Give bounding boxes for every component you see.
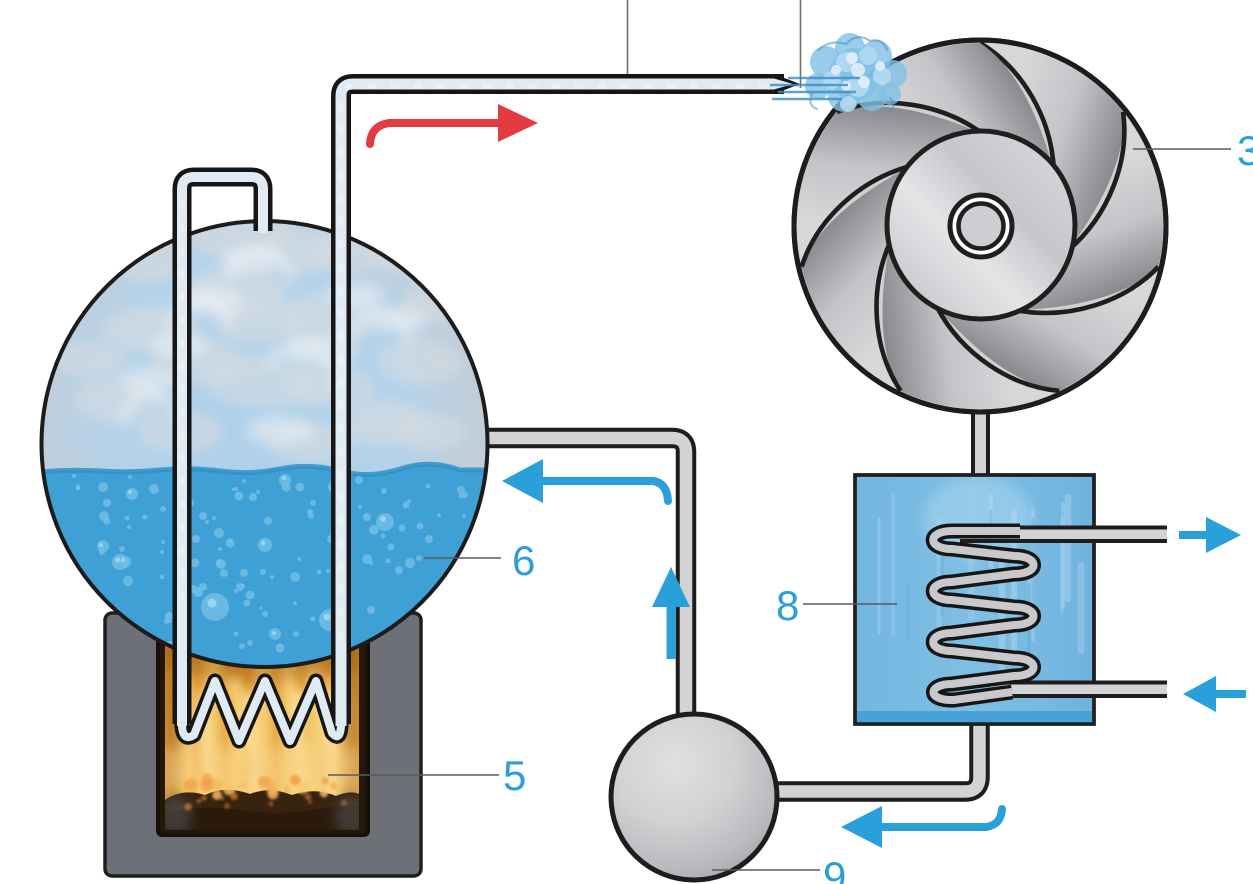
svg-text:9: 9: [823, 853, 846, 884]
svg-text:5: 5: [503, 752, 526, 799]
svg-text:6: 6: [512, 537, 535, 584]
svg-text:8: 8: [776, 582, 799, 629]
svg-text:3: 3: [1237, 127, 1253, 174]
